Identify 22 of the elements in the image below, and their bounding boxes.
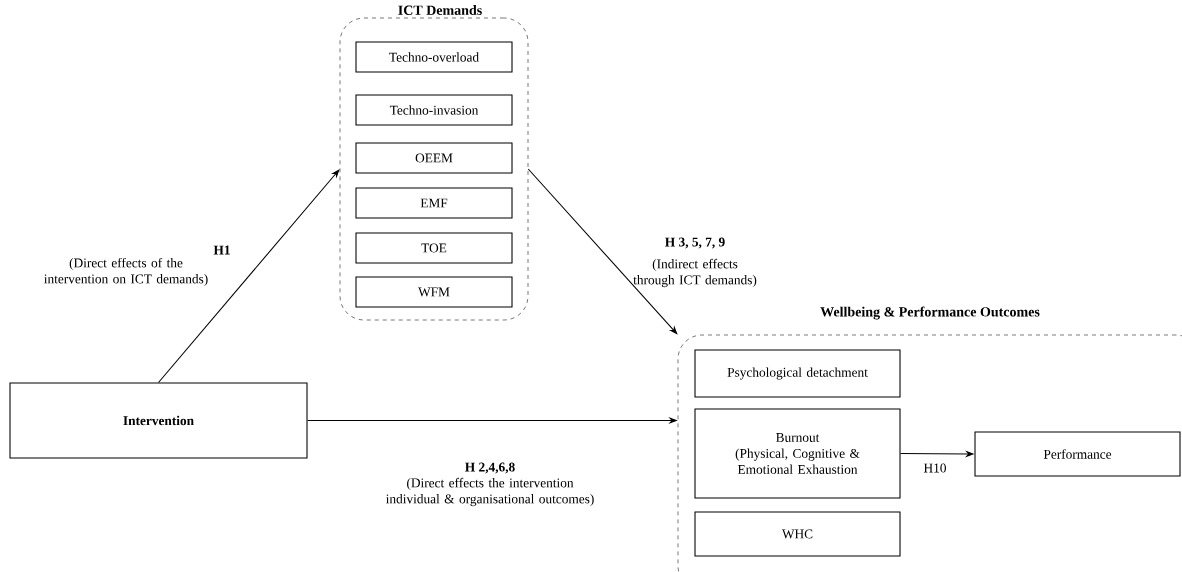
arrow bbox=[157, 169, 340, 383]
box: WHC bbox=[694, 511, 901, 557]
edge-label: H 2,4,6,8 bbox=[463, 461, 517, 475]
edge-label: H 3, 5, 7, 9 bbox=[663, 236, 727, 250]
group-title: ICT Demands bbox=[398, 5, 482, 15]
hypothesis-note: (Direct effects of the intervention on ICT demands) bbox=[44, 257, 208, 287]
box: EMF bbox=[355, 187, 513, 219]
arrow bbox=[527, 168, 678, 335]
box: Psychological detachment bbox=[694, 349, 901, 398]
box: Performance bbox=[974, 431, 1181, 477]
hypothesis-note: (Indirect effects through ICT demands) bbox=[633, 258, 757, 288]
hypothesis-note: (Direct effects the intervention individual & organisational outcomes) bbox=[385, 477, 594, 507]
box: WFM bbox=[355, 276, 513, 308]
box: Techno-overload bbox=[355, 41, 513, 73]
box: Techno-invasion bbox=[355, 94, 513, 126]
box: OEEM bbox=[355, 142, 513, 174]
box: Intervention bbox=[9, 382, 308, 459]
edge-label: H1 bbox=[212, 244, 232, 256]
group-title: Wellbeing & Performance Outcomes bbox=[820, 306, 1040, 320]
box: Burnout (Physical, Cognitive & Emotional Exhaustion bbox=[694, 408, 901, 499]
edge-label: H10 bbox=[922, 462, 948, 474]
box: TOE bbox=[355, 232, 513, 264]
